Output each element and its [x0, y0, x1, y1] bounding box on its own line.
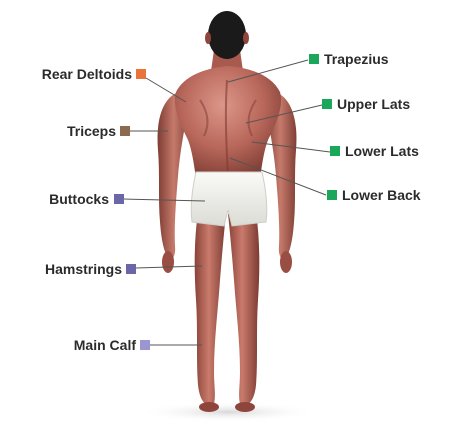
- right-foot: [235, 402, 255, 412]
- right-leg: [228, 212, 259, 404]
- label-hamstrings: Hamstrings: [45, 261, 122, 277]
- marker-upper-lats: [322, 99, 332, 109]
- label-lower-back: Lower Back: [342, 187, 421, 203]
- left-leg: [195, 212, 226, 404]
- floor-shadow: [138, 402, 318, 421]
- label-buttocks: Buttocks: [49, 191, 109, 207]
- label-triceps: Triceps: [67, 123, 116, 139]
- marker-rear-deltoids: [136, 69, 146, 79]
- marker-lower-lats: [330, 146, 340, 156]
- marker-main-calf: [140, 340, 150, 350]
- left-ear: [205, 32, 211, 44]
- left-foot: [199, 402, 219, 412]
- label-upper-lats: Upper Lats: [337, 96, 410, 112]
- label-main-calf: Main Calf: [74, 337, 136, 353]
- head: [208, 11, 246, 59]
- marker-buttocks: [114, 194, 124, 204]
- right-hand: [280, 251, 292, 273]
- marker-trapezius: [309, 54, 319, 64]
- marker-lower-back: [327, 190, 337, 200]
- right-ear: [243, 32, 249, 44]
- left-hand: [162, 251, 174, 273]
- label-rear-deltoids: Rear Deltoids: [42, 66, 132, 82]
- label-trapezius: Trapezius: [324, 51, 389, 67]
- marker-triceps: [120, 126, 130, 136]
- marker-hamstrings: [126, 264, 136, 274]
- label-lower-lats: Lower Lats: [345, 143, 419, 159]
